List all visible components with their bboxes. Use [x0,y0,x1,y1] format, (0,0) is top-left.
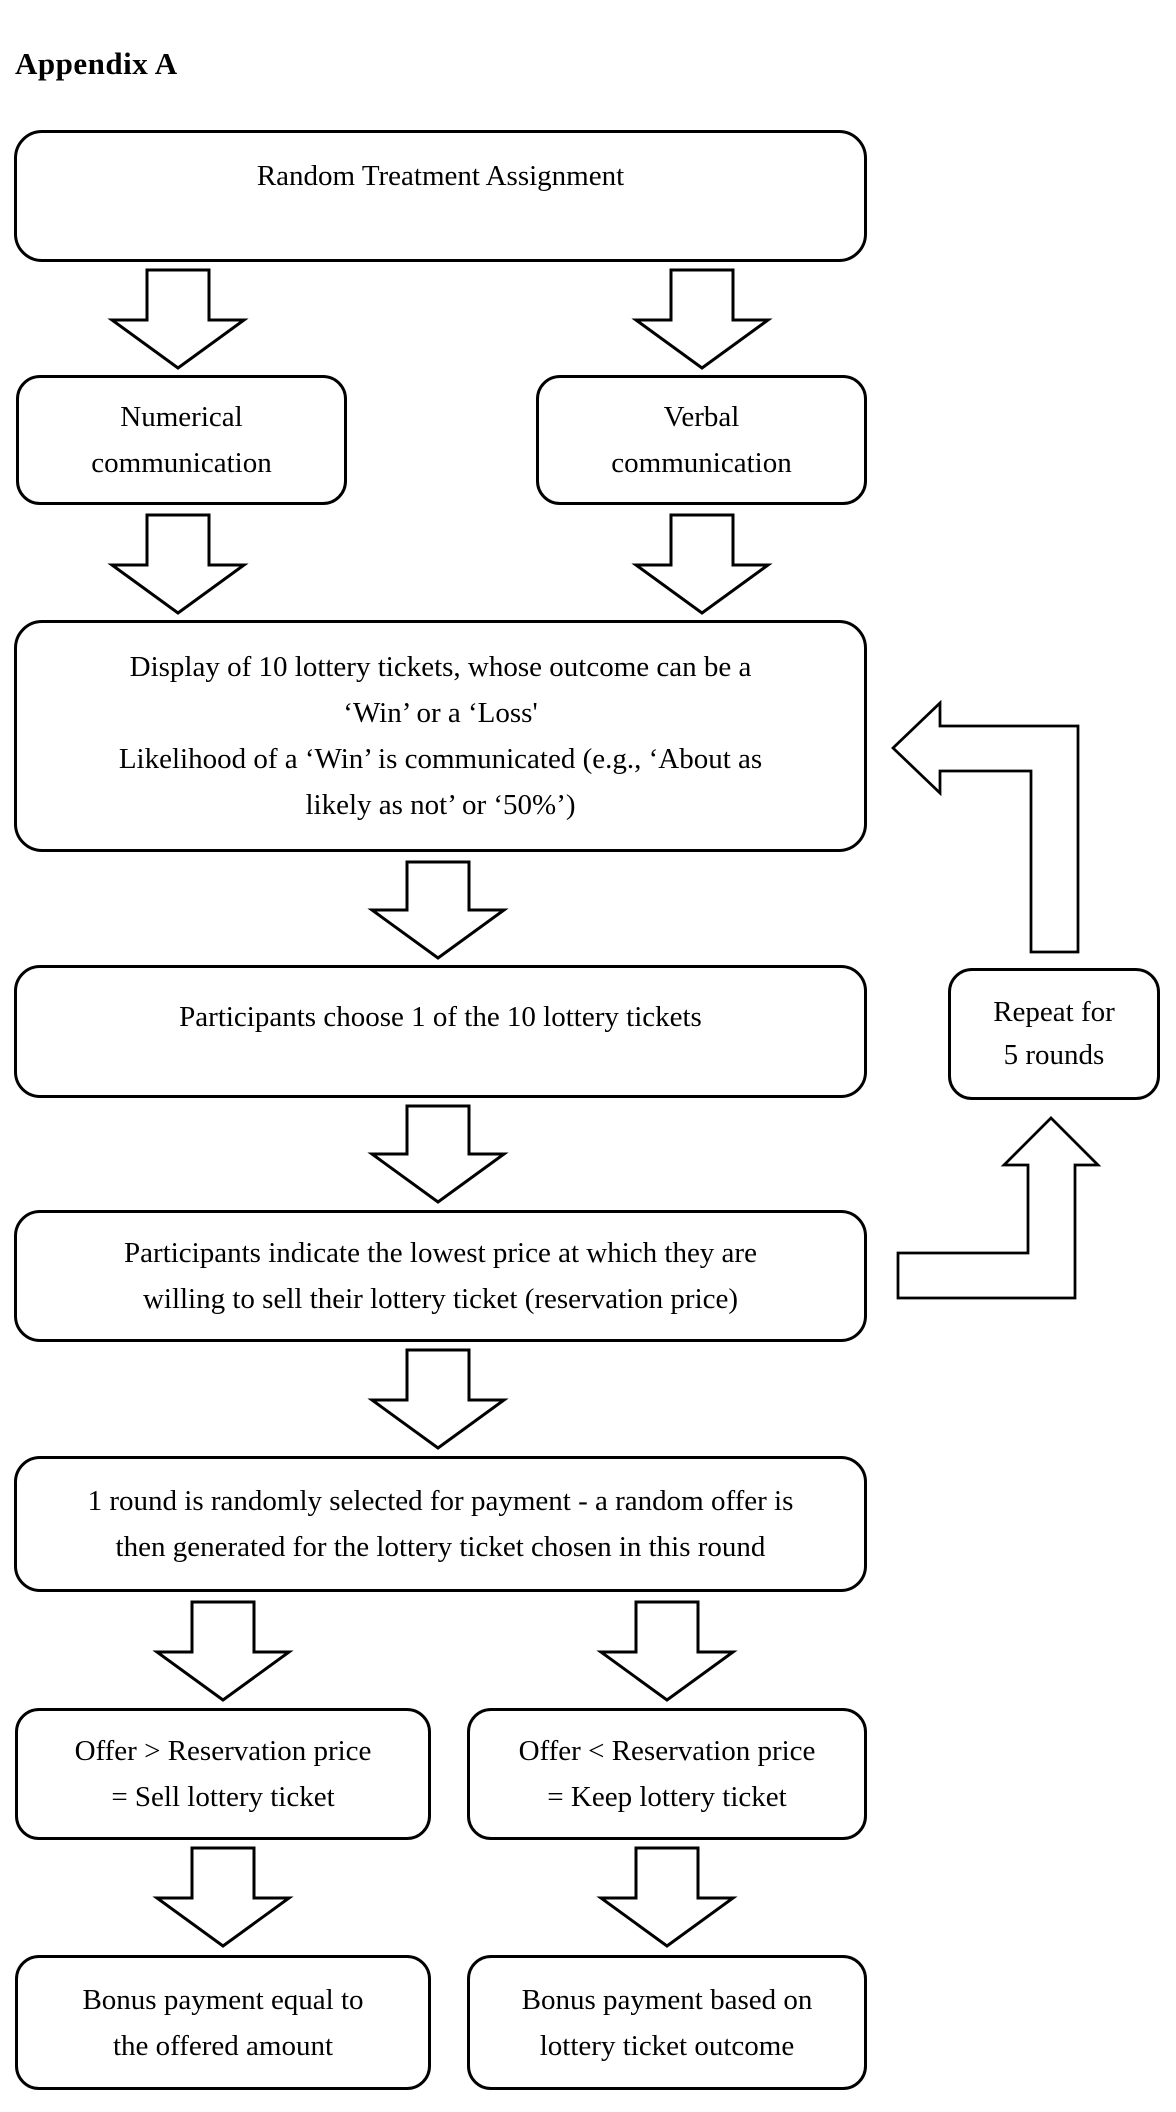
text-line: Bonus payment based on [521,1983,813,2016]
text-line: Offer < Reservation price [518,1735,816,1767]
text-line: Numerical [120,401,243,433]
text-line: 5 rounds [1003,1039,1105,1071]
text-line: Likelihood of a ‘Win’ is communicated (e… [118,743,763,775]
node-bonus-offered-amount: Bonus payment equal to the offered amoun… [15,1955,431,2090]
text-line: the offered amount [112,2029,334,2062]
text-line: willing to sell their lottery ticket (re… [142,1283,739,1315]
text-line: Participants choose 1 of the 10 lottery … [179,1000,702,1033]
arrow-reservation-to-repeat [896,1116,1102,1300]
text-line: = Keep lottery ticket [547,1781,787,1813]
arrow-payment-to-sell [152,1600,294,1702]
text-line: Random Treatment Assignment [256,160,625,192]
text-line: = Sell lottery ticket [111,1781,335,1813]
text-line: then generated for the lottery ticket ch… [115,1531,766,1563]
text-line: Participants indicate the lowest price a… [124,1237,757,1269]
text-line: Bonus payment equal to [82,1983,364,2016]
arrow-payment-to-keep [596,1600,738,1702]
node-bonus-ticket-outcome: Bonus payment based on lottery ticket ou… [467,1955,867,2090]
text-line: communication [611,447,792,479]
text-line: 1 round is randomly selected for payment… [87,1485,794,1517]
node-lottery-display: Display of 10 lottery tickets, whose out… [14,620,867,852]
text-line: communication [91,447,272,479]
text-line: Verbal [663,401,740,433]
page-title: Appendix A [15,46,178,81]
node-keep-ticket: Offer < Reservation price = Keep lottery… [467,1708,867,1840]
node-repeat-rounds: Repeat for 5 rounds [948,968,1160,1100]
arrow-display-to-choose [367,860,509,960]
text-line: Offer > Reservation price [74,1735,372,1767]
arrow-keep-to-bonus [596,1846,738,1948]
text-line: ‘Win’ or a ‘Loss' [343,697,538,729]
text-line: lottery ticket outcome [539,2029,795,2062]
arrow-sell-to-bonus [152,1846,294,1948]
text-line: Repeat for [993,996,1115,1028]
arrow-verbal-to-display [631,513,773,615]
text-line: likely as not’ or ‘50%’) [305,789,576,821]
arrow-assignment-to-verbal [631,268,773,370]
arrow-choose-to-reservation [367,1104,509,1204]
node-sell-ticket: Offer > Reservation price = Sell lottery… [15,1708,431,1840]
node-choose-ticket: Participants choose 1 of the 10 lottery … [14,965,867,1098]
arrow-reservation-to-payment [367,1348,509,1450]
arrow-assignment-to-numerical [107,268,249,370]
node-numerical-communication: Numerical communication [16,375,347,505]
node-verbal-communication: Verbal communication [536,375,867,505]
arrow-repeat-to-display [891,699,1080,954]
text-line: Display of 10 lottery tickets, whose out… [129,651,752,683]
node-reservation-price: Participants indicate the lowest price a… [14,1210,867,1342]
arrow-numerical-to-display [107,513,249,615]
node-random-treatment-assignment: Random Treatment Assignment [14,130,867,262]
node-random-payment-round: 1 round is randomly selected for payment… [14,1456,867,1592]
